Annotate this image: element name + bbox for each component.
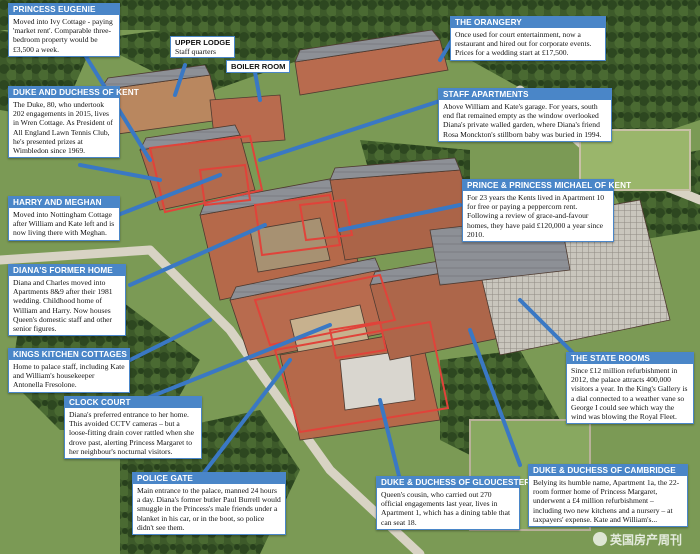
label-title: Clock Court bbox=[65, 397, 201, 408]
label-text: Moved into Ivy Cottage - paying 'market … bbox=[13, 17, 113, 54]
label-text: Once used for court entertainment, now a… bbox=[455, 30, 592, 58]
label-text: The Duke, 80, who undertook 202 engageme… bbox=[13, 100, 113, 156]
label-princess-eugenie: Princess Eugenie Moved into Ivy Cottage … bbox=[8, 3, 120, 57]
label-duke-duchess-of-kent: Duke and Duchess of Kent The Duke, 80, w… bbox=[8, 86, 139, 159]
label-clock-court: Clock Court Diana's preferred entrance t… bbox=[64, 396, 202, 460]
label-text: Diana and Charles moved into Apartments … bbox=[13, 278, 113, 334]
label-title: Police Gate bbox=[133, 473, 285, 484]
tag-title: Boiler Room bbox=[231, 62, 286, 71]
tag-upper-lodge: Upper Lodge Staff quarters bbox=[170, 36, 236, 58]
tag-subtitle: Staff quarters bbox=[175, 47, 216, 56]
label-title: Duke and Duchess of Kent bbox=[9, 87, 139, 98]
label-text: Main entrance to the palace, manned 24 h… bbox=[137, 486, 281, 532]
label-text: Queen's cousin, who carried out 270 offi… bbox=[381, 490, 511, 527]
label-title: Prince & Princess Michael of Kent bbox=[463, 180, 631, 191]
label-title: The State Rooms bbox=[567, 353, 693, 364]
watermark-text: 英国房产周刊 bbox=[609, 533, 682, 547]
label-title: Diana's former home bbox=[9, 265, 125, 276]
label-dianas-former-home: Diana's former home Diana and Charles mo… bbox=[8, 264, 126, 337]
label-title: Duke & Duchess of Cambridge bbox=[529, 465, 687, 476]
label-the-orangery: The Orangery Once used for court enterta… bbox=[450, 16, 606, 61]
label-text: Moved into Nottingham Cottage after Will… bbox=[13, 210, 115, 238]
label-kings-kitchen-cottages: Kings Kitchen Cottages Home to palace st… bbox=[8, 348, 130, 393]
label-police-gate: Police Gate Main entrance to the palace,… bbox=[132, 472, 286, 536]
watermark: 英国房产周刊 bbox=[592, 531, 682, 548]
leader-lines bbox=[78, 38, 582, 482]
label-text: Home to palace staff, including Kate and… bbox=[13, 362, 125, 390]
label-prince-princess-michael-of-kent: Prince & Princess Michael of Kent For 23… bbox=[462, 179, 631, 243]
tag-boiler-room: Boiler Room bbox=[226, 60, 291, 73]
label-text: Diana's preferred entrance to her home. … bbox=[69, 410, 195, 456]
label-title: Kings Kitchen Cottages bbox=[9, 349, 129, 360]
label-the-state-rooms: The State Rooms Since £12 million refurb… bbox=[566, 352, 694, 425]
label-duke-duchess-of-cambridge: Duke & Duchess of Cambridge Belying its … bbox=[528, 464, 688, 528]
label-text: Above William and Kate's garage. For yea… bbox=[443, 102, 602, 139]
label-title: The Orangery bbox=[451, 17, 605, 28]
label-title: Princess Eugenie bbox=[9, 4, 119, 15]
label-duke-duchess-of-gloucester: Duke & Duchess of Gloucester Queen's cou… bbox=[376, 476, 530, 530]
tag-title: Upper Lodge bbox=[175, 38, 231, 47]
label-staff-apartments: Staff apartments Above William and Kate'… bbox=[438, 88, 612, 142]
label-text: Belying its humble name, Apartment 1a, t… bbox=[533, 478, 680, 524]
label-text: Since £12 million refurbishment in 2012,… bbox=[571, 366, 688, 422]
label-title: Staff apartments bbox=[439, 89, 611, 100]
label-text: For 23 years the Kents lived in Apartmen… bbox=[467, 193, 605, 239]
wechat-logo-icon bbox=[592, 532, 607, 546]
residence-outlines bbox=[148, 134, 450, 434]
label-title: Duke & Duchess of Gloucester bbox=[377, 477, 530, 488]
label-title: Harry and Meghan bbox=[9, 197, 119, 208]
label-harry-and-meghan: Harry and Meghan Moved into Nottingham C… bbox=[8, 196, 120, 241]
